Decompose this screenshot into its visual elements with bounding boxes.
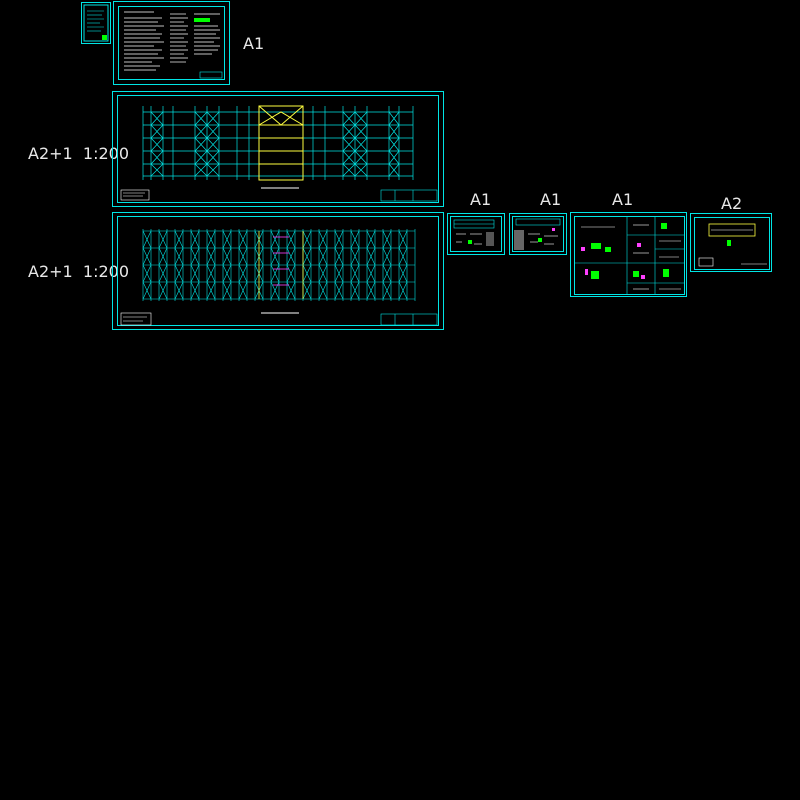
- elevation-highlight-bay: [258, 105, 304, 181]
- index-sheet-drawing: [83, 4, 109, 42]
- elevation-sheet[interactable]: [112, 91, 444, 207]
- detail-sheet-2[interactable]: [509, 213, 567, 255]
- detail-sheet-3[interactable]: [570, 212, 687, 297]
- sheet-size-label-detail1: A1: [470, 190, 492, 209]
- detail-sheet-4[interactable]: [690, 213, 772, 272]
- detail-sheet-4-drawing: [698, 223, 767, 267]
- general-notes-border: [118, 6, 225, 80]
- sheet-size-label-detail3: A1: [612, 190, 634, 209]
- detail-sheet-3-border: [574, 216, 685, 295]
- detail-sheet-1[interactable]: [447, 213, 505, 255]
- index-sheet-thumbnail[interactable]: [81, 2, 111, 44]
- plan-drawing: [120, 229, 438, 326]
- plan-sheet-border: [117, 216, 439, 326]
- sheet-size-label-cover: A1: [243, 34, 265, 53]
- elevation-drawing: [120, 105, 438, 202]
- elevation-sheet-border: [117, 95, 439, 203]
- detail-sheet-3-drawing: [574, 216, 685, 295]
- detail-sheet-4-border: [694, 217, 770, 270]
- general-notes-text-block: [124, 11, 223, 79]
- plan-sheet[interactable]: [112, 212, 444, 330]
- detail-sheet-1-border: [450, 216, 502, 252]
- detail-sheet-2-border: [512, 216, 564, 252]
- detail-sheet-1-drawing: [453, 219, 495, 246]
- sheet-size-label-detail2: A1: [540, 190, 562, 209]
- general-notes-sheet[interactable]: [113, 1, 230, 85]
- detail-sheet-2-drawing: [514, 218, 561, 250]
- sheet-size-label-detail4: A2: [721, 194, 743, 213]
